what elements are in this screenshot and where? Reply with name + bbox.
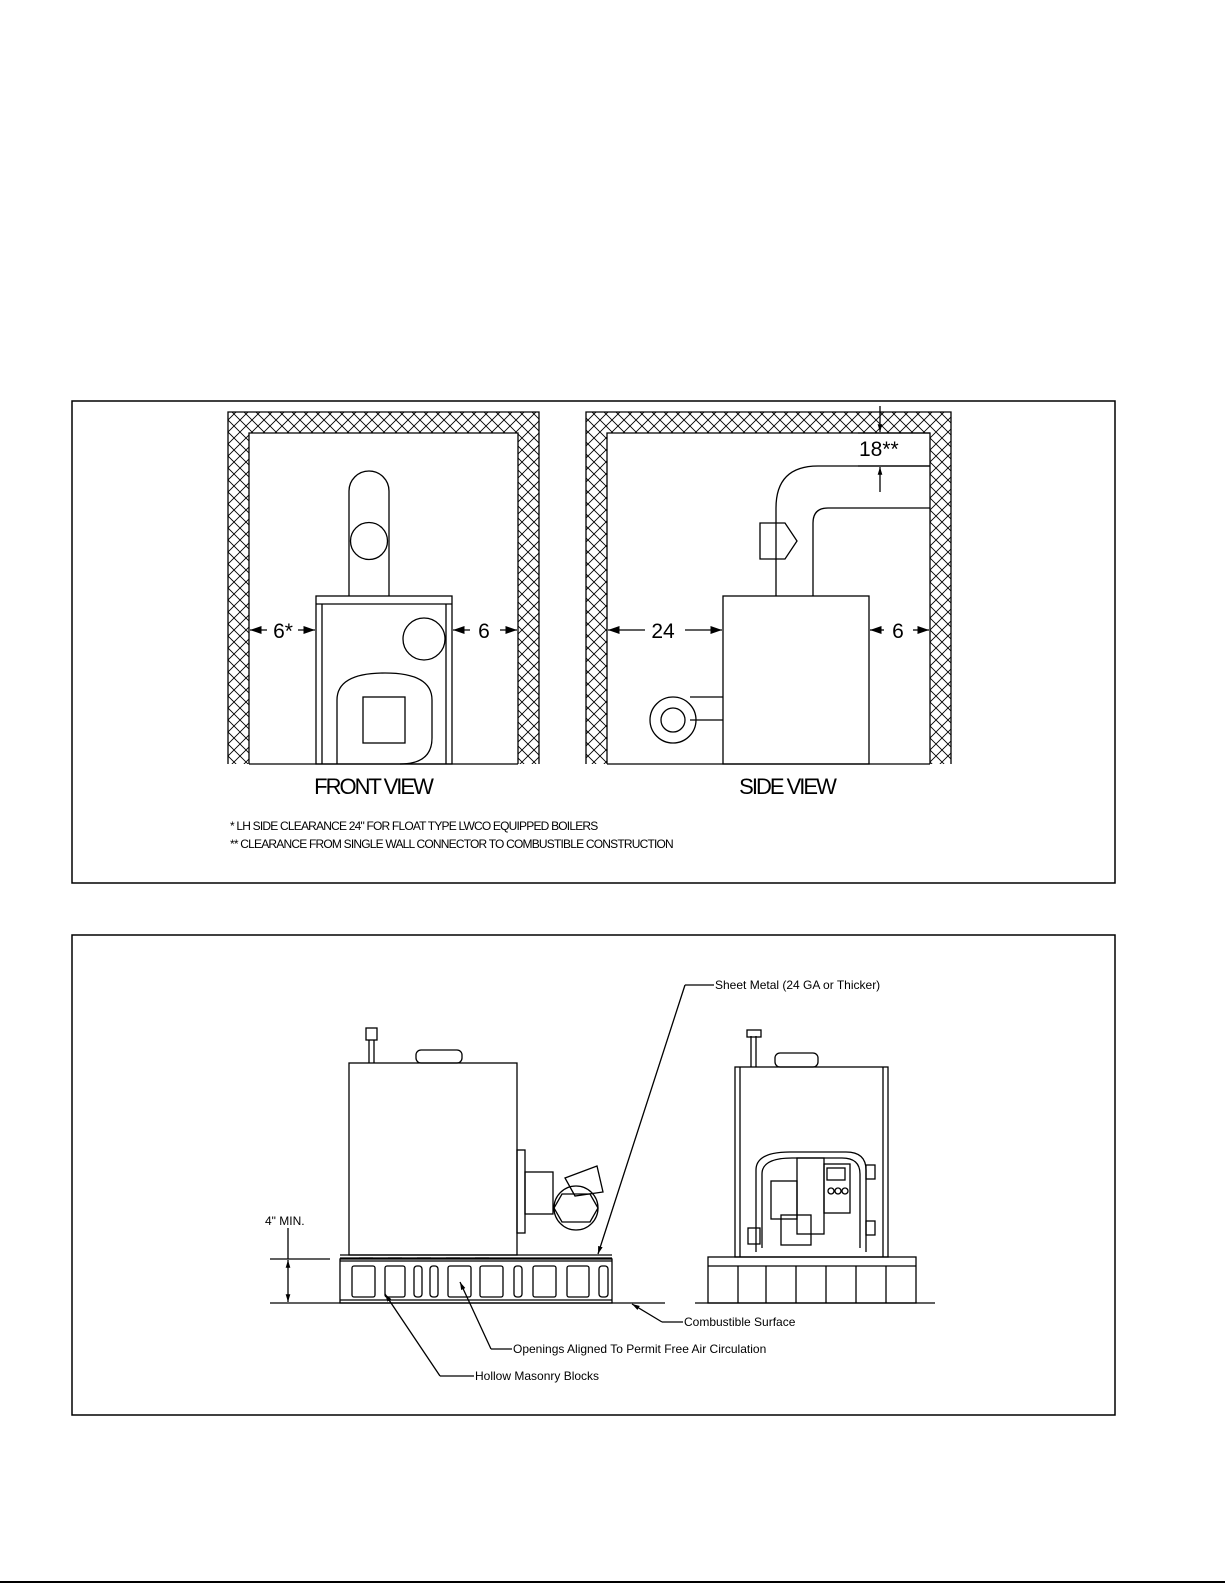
side-right-clearance: 6 (892, 620, 904, 643)
side-view-label: SIDE VIEW (739, 774, 837, 799)
front-left-clearance: 6* (273, 620, 293, 643)
side-left-clearance: 24 (651, 620, 675, 643)
note-single-wall-connector: ** CLEARANCE FROM SINGLE WALL CONNECTOR … (230, 837, 673, 851)
burner-blower-outer (650, 697, 696, 743)
callout-hollow-blocks: Hollow Masonry Blocks (385, 1294, 599, 1383)
front-view-label: FRONT VIEW (314, 774, 434, 799)
front-boiler-on-blocks (708, 1030, 916, 1303)
callout-combustible-surface: Combustible Surface (632, 1304, 796, 1329)
front-view-boiler (316, 471, 452, 764)
side-view-boiler (650, 466, 930, 764)
draft-regulator (760, 523, 797, 559)
front-view-dimensions: 6* 6 (250, 620, 517, 643)
sheet-metal-label: Sheet Metal (24 GA or Thicker) (715, 978, 880, 992)
burner-box (363, 697, 405, 743)
front-masonry-blocks (708, 1257, 916, 1303)
burner-blower-inner (661, 708, 685, 732)
height-min-label: 4" MIN. (265, 1214, 305, 1228)
vent-pipe-outer (776, 466, 930, 596)
burner-housing (337, 673, 432, 764)
combustible-surface-label: Combustible Surface (684, 1315, 796, 1329)
note-lh-side-clearance: * LH SIDE CLEARANCE 24" FOR FLOAT TYPE L… (230, 819, 598, 833)
openings-aligned-label: Openings Aligned To Permit Free Air Circ… (513, 1342, 766, 1356)
floor-installation-figure: 4" MIN. (72, 935, 1115, 1415)
front-right-clearance: 6 (478, 620, 490, 643)
vent-pipe-inner (813, 508, 930, 596)
clearance-figure: 6* 6 24 6 (72, 401, 1115, 883)
top-clearance: 18** (859, 438, 899, 461)
front-view-room (228, 412, 539, 764)
draft-regulator-circle (351, 523, 388, 560)
hollow-blocks-label: Hollow Masonry Blocks (475, 1369, 599, 1383)
side-view-room (586, 412, 951, 764)
side-view-dimensions: 24 6 18** (608, 406, 930, 643)
gauge-circle (403, 618, 445, 660)
height-dimension: 4" MIN. (265, 1214, 330, 1302)
side-boiler-on-blocks (340, 1028, 612, 1303)
